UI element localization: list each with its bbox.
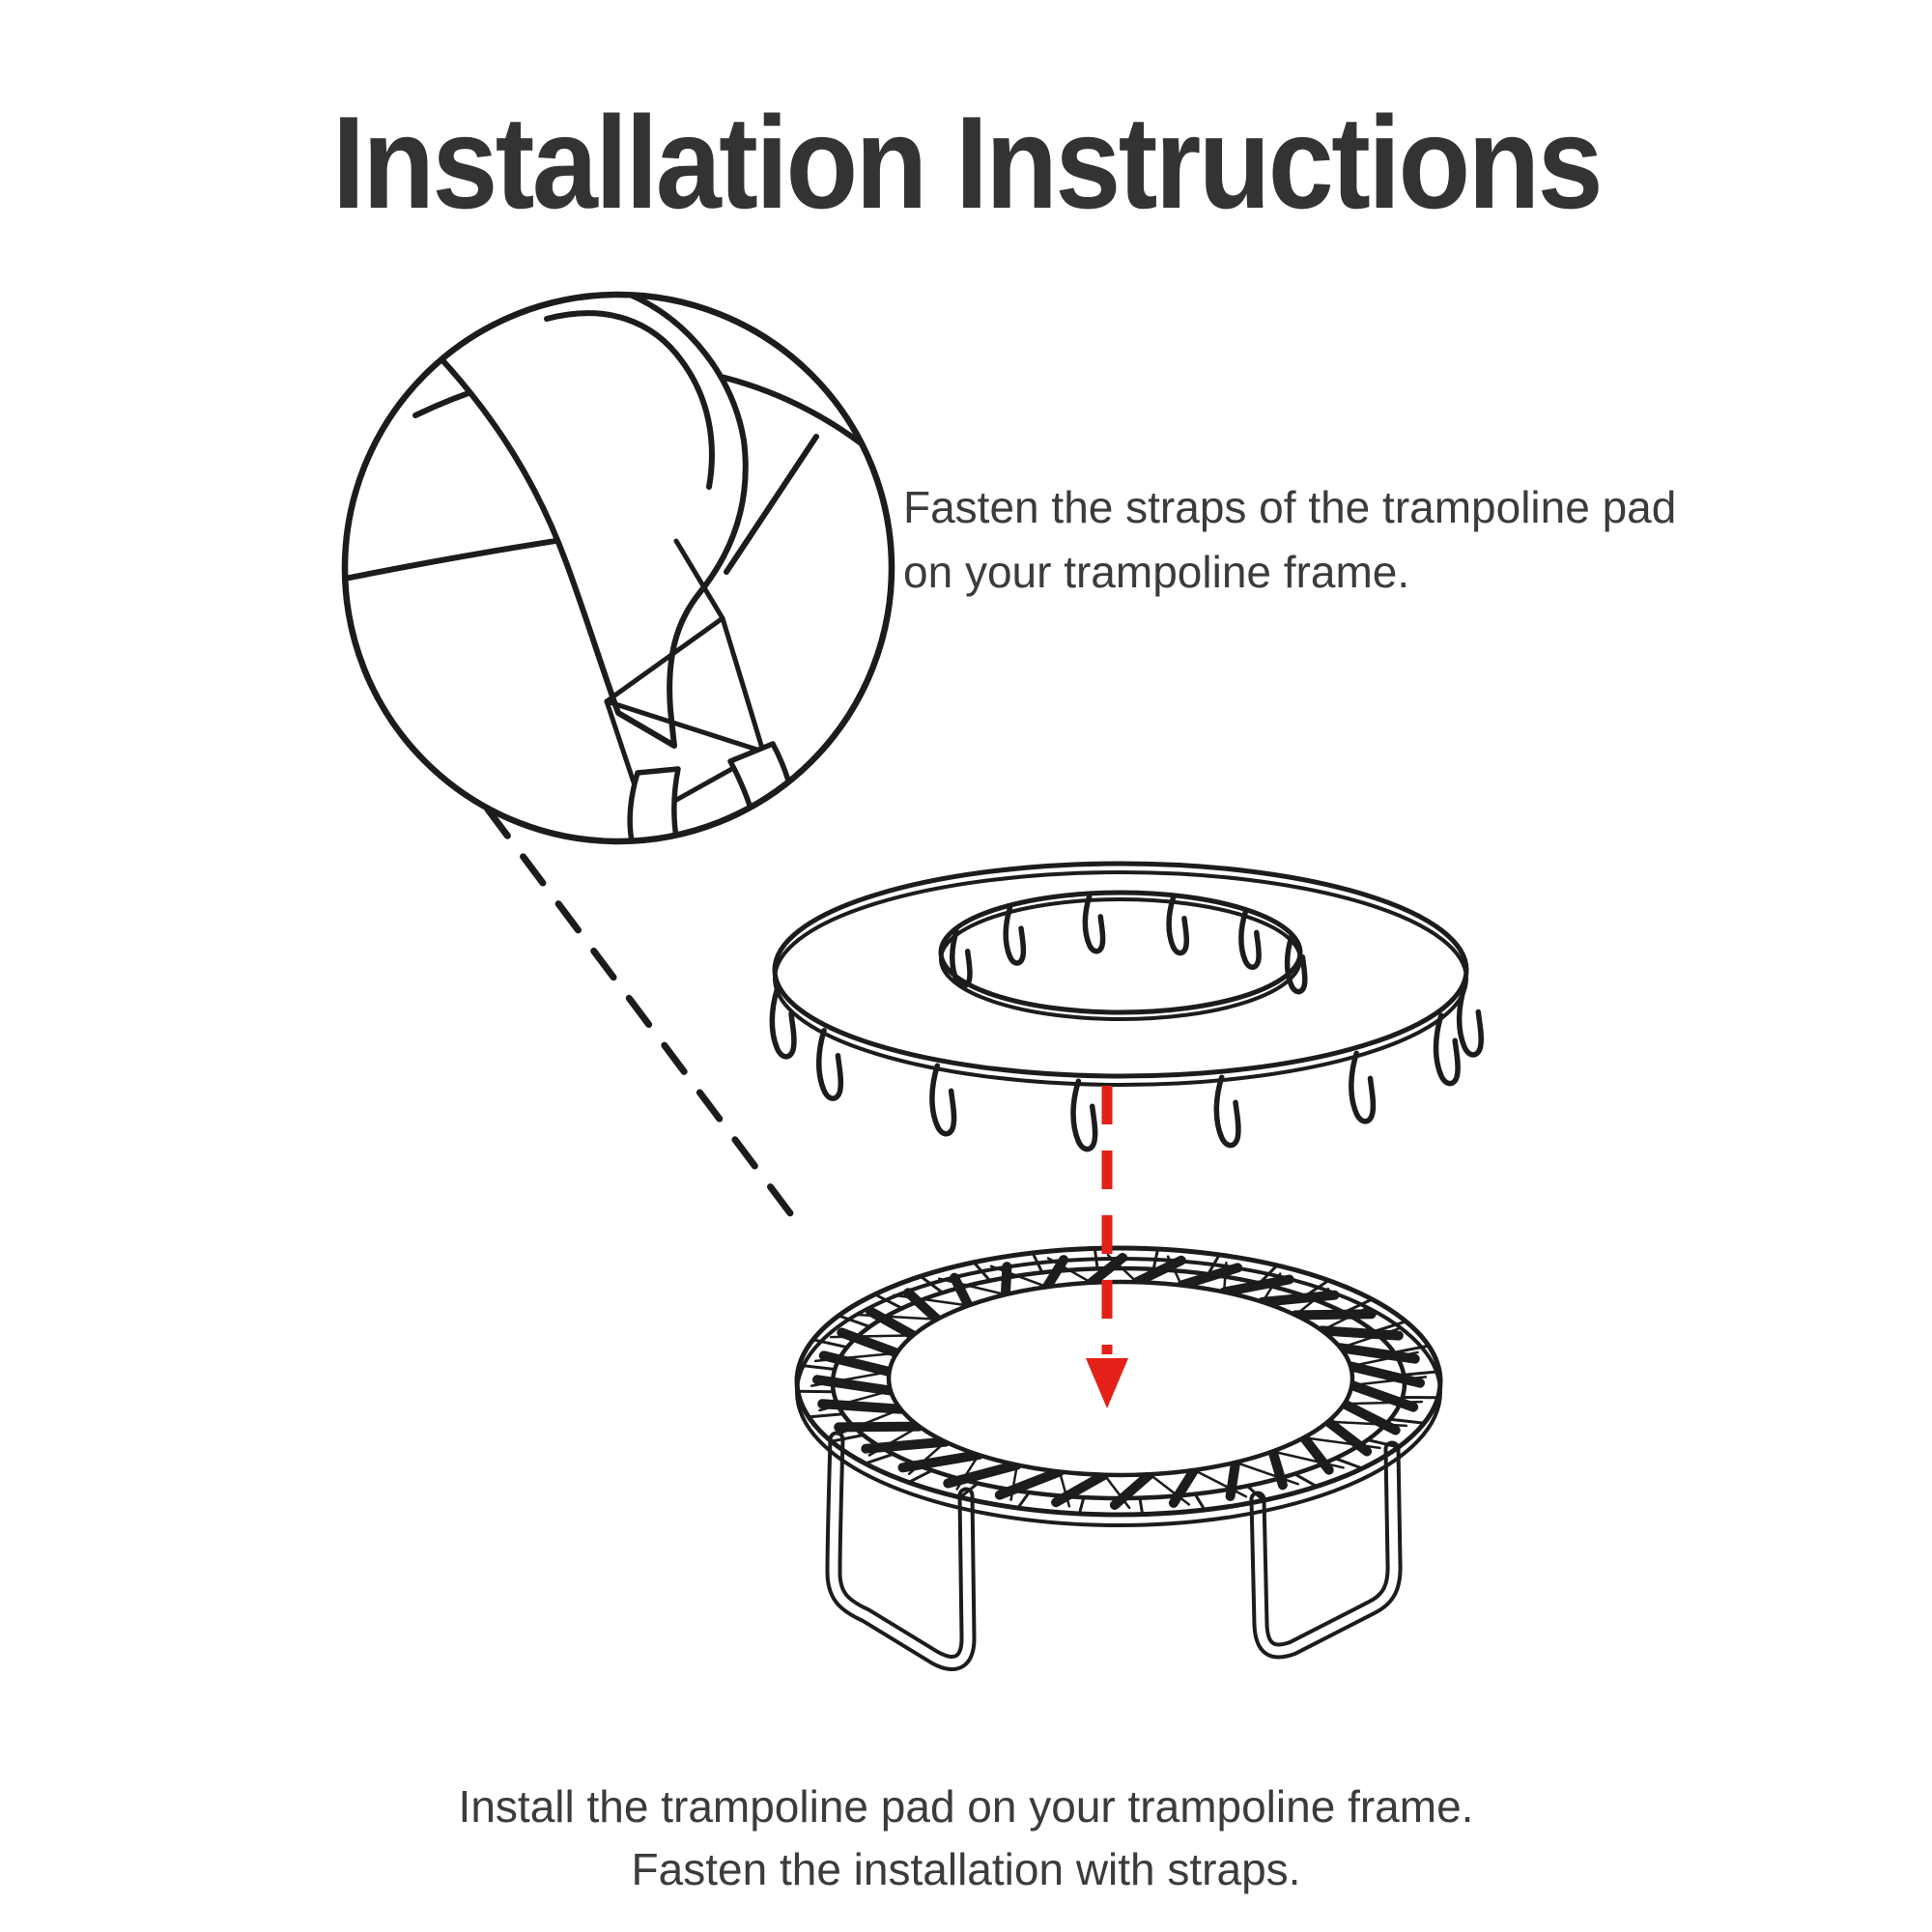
closeup-strap-inner-edge [544, 310, 715, 490]
closeup-frame-tube-right-edge [724, 434, 819, 575]
frame-jumping-mat [886, 1279, 1355, 1478]
callout-dashed-line [484, 806, 806, 1233]
closeup-circle-outline [341, 291, 895, 845]
frame-leg-left [825, 1431, 977, 1671]
closeup-strap-band [430, 295, 749, 749]
strap-closeup-illustration [341, 291, 895, 845]
arrow-head [1086, 1358, 1128, 1408]
pad-placement-arrow [1086, 1086, 1128, 1408]
frame-legs [825, 1431, 1403, 1671]
pad-outer-rim [773, 870, 1468, 1087]
pad-straps [769, 894, 1484, 1152]
step1-caption-line1: Fasten the straps of the trampoline pad [903, 482, 1677, 532]
step1-caption: Fasten the straps of the trampoline pad … [903, 475, 1676, 605]
trampoline-pad-illustration [769, 861, 1484, 1152]
closeup-strap-fold-crease [673, 538, 725, 621]
step1-caption-line2: on your trampoline frame. [903, 547, 1410, 598]
frame-springs [796, 1246, 1441, 1517]
step2-caption-line2: Fasten the installation with straps. [631, 1844, 1301, 1895]
step2-caption: Install the trampoline pad on your tramp… [0, 1776, 1932, 1902]
frame-leg-right [1249, 1440, 1403, 1660]
closeup-strap-tail-left [627, 766, 685, 841]
pad-inner-edge [938, 890, 1303, 1015]
pad-inner-rim [939, 897, 1302, 1021]
step2-caption-line1: Install the trampoline pad on your tramp… [458, 1781, 1474, 1832]
pad-outer-edge [772, 861, 1469, 1079]
page-title: Installation Instructions [0, 97, 1932, 228]
page-title-text: Installation Instructions [331, 89, 1603, 236]
trampoline-frame-illustration [794, 1245, 1443, 1671]
